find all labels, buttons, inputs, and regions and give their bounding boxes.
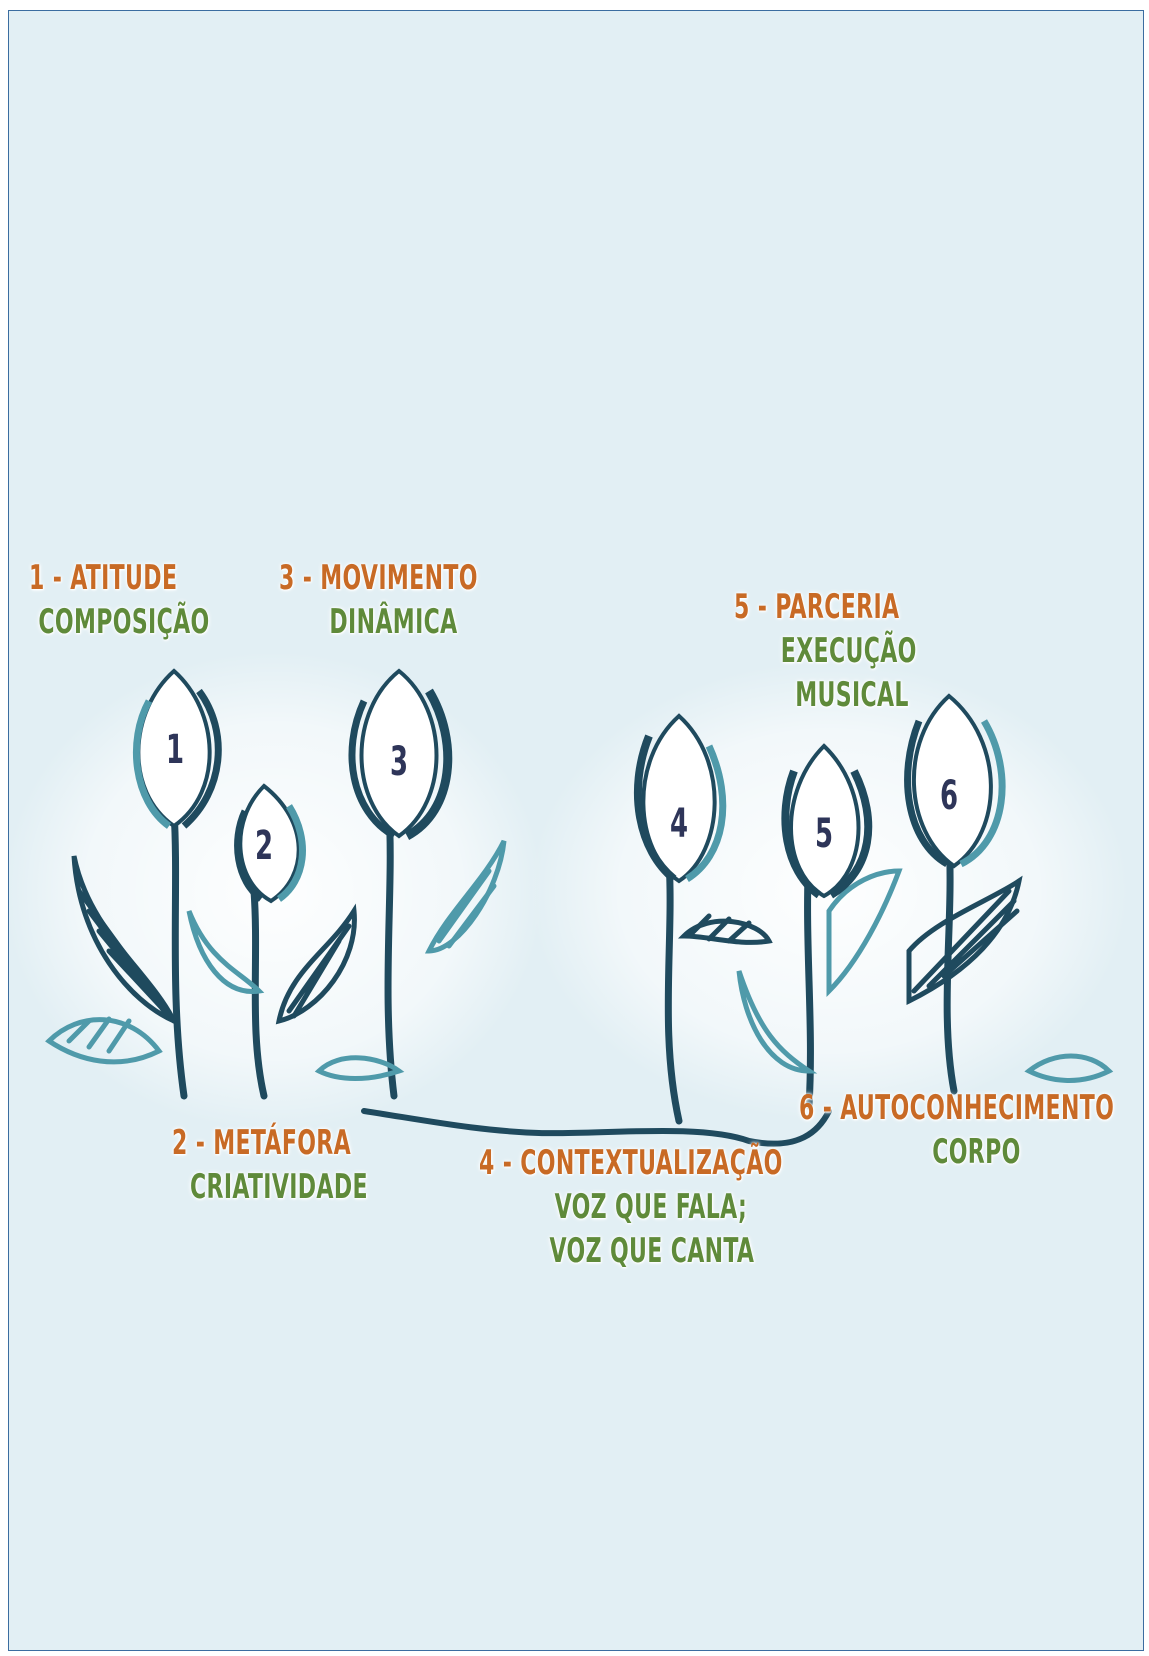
diagram-frame: 1 2 3 4 5 6 1 - ATITUDE COMPOSIÇÃO 3 - M…: [8, 10, 1144, 1651]
label-subtitle: CRIATIVIDADE: [190, 1165, 368, 1209]
label-subtitle: DINÂMICA: [329, 600, 477, 644]
label-title: 5 - PARCERIA: [734, 585, 917, 629]
bud-number-1: 1: [161, 727, 190, 773]
label-atitude: 1 - ATITUDE COMPOSIÇÃO: [29, 556, 210, 644]
bud-number-3: 3: [385, 739, 414, 785]
label-contextualizacao: 4 - CONTEXTUALIZAÇÃO VOZ QUE FALA; VOZ Q…: [479, 1141, 783, 1273]
bud-number-2: 2: [250, 823, 279, 869]
label-subtitle: CORPO: [932, 1130, 1114, 1174]
label-subtitle-2: VOZ QUE CANTA: [550, 1229, 783, 1273]
bud-number-6: 6: [935, 773, 964, 819]
label-metafora: 2 - METÁFORA CRIATIVIDADE: [172, 1121, 368, 1209]
flower-illustration: [9, 11, 1144, 1651]
label-subtitle-1: EXECUÇÃO: [781, 629, 917, 673]
bud-number-5: 5: [810, 811, 839, 857]
label-title: 6 - AUTOCONHECIMENTO: [799, 1086, 1114, 1130]
label-subtitle: COMPOSIÇÃO: [38, 600, 209, 644]
label-title: 2 - METÁFORA: [172, 1121, 368, 1165]
bud-number-4: 4: [665, 801, 694, 847]
label-parceria: 5 - PARCERIA EXECUÇÃO MUSICAL: [734, 585, 917, 717]
label-subtitle-1: VOZ QUE FALA;: [555, 1185, 783, 1229]
label-title: 1 - ATITUDE: [29, 556, 210, 600]
label-autoconhecimento: 6 - AUTOCONHECIMENTO CORPO: [799, 1086, 1114, 1174]
label-movimento: 3 - MOVIMENTO DINÂMICA: [279, 556, 478, 644]
label-title: 3 - MOVIMENTO: [279, 556, 478, 600]
label-subtitle-2: MUSICAL: [795, 673, 917, 717]
ground-line: [364, 1111, 829, 1144]
label-title: 4 - CONTEXTUALIZAÇÃO: [479, 1141, 783, 1185]
